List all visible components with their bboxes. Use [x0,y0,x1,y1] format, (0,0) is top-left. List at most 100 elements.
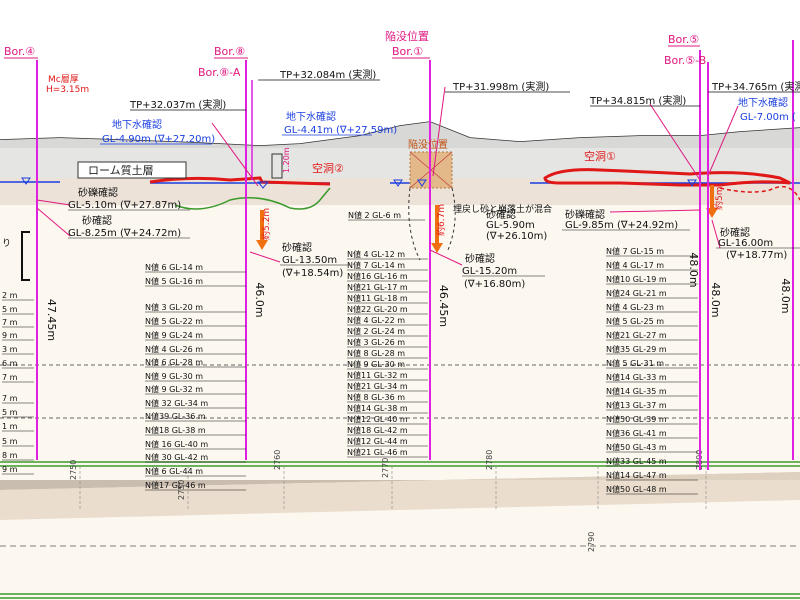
n-value-bor5: N値33 GL-45 m [606,456,667,466]
n-value-bor1: N値21 GL-34 m [347,381,408,391]
dim2-label: 約6.7m [435,204,447,236]
n-value-bor5: N値36 GL-41 m [606,428,667,438]
n-value-bor5: N値 7 GL-15 m [606,246,664,256]
gravel2-title: 砂礫確認 [565,208,605,221]
lower-strata [0,205,800,600]
n-values-left: 2 m5 m7 m9 m3 m6 m7 m7 m5 m1 m5 m8 m9 m [2,291,34,475]
n-value-bor1: N値 2 GL-24 m [347,326,405,336]
gravel2-value: GL-9.85m (∇+24.92m) [565,220,678,231]
n-value-left: 6 m [2,359,18,368]
n-value-bor1: N値12 GL-44 m [347,436,408,446]
n-value-left: 7 m [2,373,18,382]
n-value-bor1: N値21 GL-17 m [347,282,408,292]
n-values-bor8: N値 6 GL-14 mN値 5 GL-16 mN値 3 GL-20 mN値 5… [145,262,246,491]
depth-labels: 47.45m 46.0m 46.45m 48.0m 48.0m 48.0m [45,252,792,341]
n-value-bor8: N値 9 GL-24 m [145,330,203,340]
borehole-titles: Bor.④ Bor.⑧ Bor.⑧-A 陥没位置 Bor.① Bor.⑤ Bor… [4,29,706,79]
station-label: 2790 [587,532,596,552]
n-value-bor1: N値 8 GL-28 m [347,348,405,358]
n-value-bor1: N値11 GL-32 m [347,370,408,380]
n-value-bor1: N値18 GL-42 m [347,425,408,435]
sand1-value: GL-8.25m (∇+24.72m) [68,228,181,239]
n-value-bor1: N値 8 GL-36 m [347,392,405,402]
n-value-bor8: N値 6 GL-28 m [145,357,203,367]
sand4-sub: (∇+16.80m) [464,279,525,290]
n-value-left: 7 m [2,318,18,327]
n-value-bor8: N値39 GL-36 m [145,411,206,421]
small-box [271,153,283,179]
n-value-bor5: N値 5 GL-31 m [606,358,664,368]
n-value-left: 3 m [2,345,18,354]
sand5-value: GL-16.00m [718,238,773,249]
n-value-bor1: N値11 GL-18 m [347,293,408,303]
n-value-bor8: N値 16 GL-40 m [145,439,208,449]
n-value-left: 9 m [2,331,18,340]
n-value-bor5: N値 4 GL-17 m [606,260,664,270]
boreholes [36,40,794,470]
gw3-value: GL-7.00m ( [740,112,796,123]
cave-green-outline [174,187,331,210]
n-value-bor1: N値 7 GL-14 m [347,260,405,270]
n-value-bor8: N値 5 GL-16 m [145,276,203,286]
gravel1-value: GL-5.10m (∇+27.87m) [68,200,181,211]
water-markers [21,177,697,189]
n-value-bor1: N値 4 GL-22 m [347,315,405,325]
station-label: 2760 [273,450,282,470]
n-value-bor5: N値50 GL-39 m [606,414,667,424]
leader-lines [36,86,739,266]
n-value-bor8: N値17 GL-46 m [145,480,206,490]
n-value-bor8: N値18 GL-38 m [145,425,206,435]
gw2-title: 地下水確認 [286,110,336,123]
sand2-title: 砂確認 [282,241,312,254]
sand3-title: 砂確認 [486,208,516,221]
n-value-left: 9 m [2,465,18,474]
ms-layer-label: Mc層厚 [48,74,79,85]
bor8-depth: 46.0m [253,282,266,317]
n-value-bor5: N値50 GL-43 m [606,442,667,452]
station-label: 2770 [381,458,390,478]
tp-1: TP+32.084m (実測) [279,68,376,81]
n-value-bor5: N値24 GL-21 m [606,288,667,298]
cave2-label: 空洞② [312,161,344,175]
tp-3: TP+31.998m (実測) [452,80,549,93]
loam-label: ローム質土層 [88,163,154,177]
n-value-bor8: N値 4 GL-26 m [145,344,203,354]
n-value-bor8: N値 32 GL-34 m [145,398,208,408]
ground-fill [0,122,800,148]
n-value-bor1: N値 9 GL-30 m [347,359,405,369]
bor8a-title: Bor.⑧-A [198,66,241,79]
dim1-label: 約5.2m [260,208,272,240]
left-bracket [21,231,30,281]
n-value-bor8: N値 5 GL-22 m [145,316,203,326]
n-value-bor1: N値 4 GL-12 m [347,249,405,259]
bor5b-title: Bor.⑤-B [664,54,706,67]
n-value-bor8: N値 30 GL-42 m [145,452,208,462]
n-value-bor5: N値14 GL-33 m [606,372,667,382]
gravel1-title: 砂礫確認 [78,186,118,199]
collapse-top-title: 陥没位置 [385,29,429,43]
n-value-bor1: N値21 GL-46 m [347,447,408,457]
sand4-title: 砂確認 [465,252,495,265]
n-value-left: 5 m [2,437,18,446]
n-value-bor5: N値10 GL-19 m [606,274,667,284]
bor4-title: Bor.④ [4,45,35,58]
sand4-value: GL-15.20m [462,266,517,277]
lower-band [0,472,800,520]
n-value-left: 7 m [2,394,18,403]
station-label: 2780 [485,450,494,470]
collapse-site-label: 陥没位置 [408,138,448,151]
n2-label: N値 2 GL-6 m [348,210,401,220]
collapse-dash-right [447,187,456,251]
n-value-bor8: N値 6 GL-44 m [145,466,203,476]
gw2-value: GL-4.41m (∇+27.59m) [284,125,397,136]
n-value-bor1: N値12 GL-40 m [347,414,408,424]
n-value-bor8: N値 9 GL-30 m [145,371,203,381]
n-value-bor1: N値16 GL-16 m [347,271,408,281]
n-value-bor1: N値14 GL-38 m [347,403,408,413]
sand5-title: 砂確認 [720,226,750,239]
n-value-bor8: N値 6 GL-14 m [145,262,203,272]
n-value-bor1: N値22 GL-20 m [347,304,408,314]
cave-2-shape [149,176,331,186]
sand2-value: GL-13.50m [282,255,337,266]
cave-1-dash [719,185,800,201]
